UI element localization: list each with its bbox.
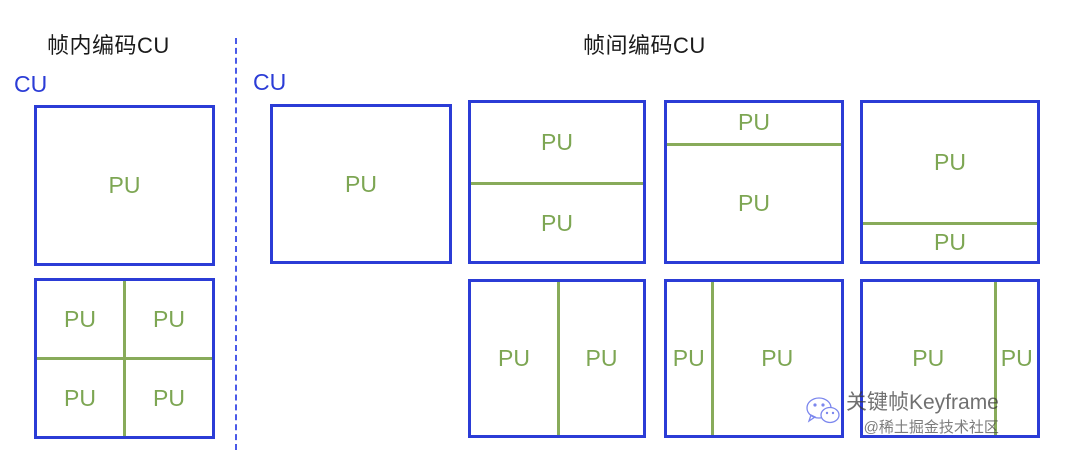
cu-block-inter-2nx2n[interactable]: PU [270,104,452,264]
pu-cell[interactable]: PU [273,107,449,261]
pu-label: PU [738,189,770,216]
pu-label: PU [934,148,966,175]
cu-label-inter: CU [253,69,287,95]
pu-cell[interactable]: PU [993,282,1038,435]
pu-cell[interactable]: PU [123,360,212,436]
cu-block-inter-nrx2n[interactable]: PU PU [860,279,1040,438]
wechat-logo-icon [806,397,840,424]
pu-cell[interactable]: PU [667,282,711,435]
pu-cell[interactable]: PU [123,281,212,357]
pu-cell[interactable]: PU [471,103,643,182]
pu-label: PU [345,170,377,197]
pu-label: PU [761,345,794,371]
pu-label: PU [64,384,96,411]
pu-label: PU [153,384,185,411]
pu-label: PU [108,172,141,198]
pu-cell[interactable]: PU [863,221,1037,262]
pu-label: PU [672,345,705,371]
pu-label: PU [64,305,96,332]
pu-label: PU [585,345,618,371]
pu-row: PU PU [37,281,212,357]
pu-cell[interactable]: PU [667,103,841,143]
cu-block-inter-nx2n[interactable]: PU PU [468,279,646,438]
watermark: 关键帧Keyframe @稀土掘金技术社区 [806,391,999,437]
pu-label: PU [934,229,966,256]
cu-block-inter-2nxnu[interactable]: PU PU [664,100,844,264]
pu-label: PU [912,345,945,371]
pu-label: PU [153,305,185,332]
pu-label: PU [1000,345,1033,371]
cu-block-inter-2nxn[interactable]: PU PU [468,100,646,264]
pu-cell[interactable]: PU [863,103,1037,222]
pu-label: PU [738,109,770,136]
watermark-text: 关键帧Keyframe @稀土掘金技术社区 [846,391,999,437]
watermark-sub-text: @稀土掘金技术社区 [863,419,999,437]
cu-block-intra-2nx2n[interactable]: PU [34,105,215,266]
cu-block-intra-nxn[interactable]: PU PU PU PU [34,278,215,439]
cu-block-inter-2nxnd[interactable]: PU PU [860,100,1040,264]
pu-row: PU PU [37,357,212,436]
pu-cell[interactable]: PU [37,360,123,436]
cu-label-intra: CU [14,71,48,97]
pu-cell[interactable]: PU [557,282,643,435]
intra-section-title: 帧内编码CU [47,33,170,58]
pu-cell[interactable]: PU [37,108,212,263]
pu-label: PU [498,345,530,371]
pu-cell[interactable]: PU [471,282,557,435]
inter-section-title: 帧间编码CU [583,33,706,58]
section-divider [235,38,237,450]
pu-label: PU [541,129,573,155]
pu-cell[interactable]: PU [37,281,123,357]
pu-cell[interactable]: PU [471,182,643,261]
watermark-main-text: 关键帧Keyframe [846,391,999,414]
pu-cell[interactable]: PU [667,142,841,262]
pu-label: PU [541,209,573,236]
